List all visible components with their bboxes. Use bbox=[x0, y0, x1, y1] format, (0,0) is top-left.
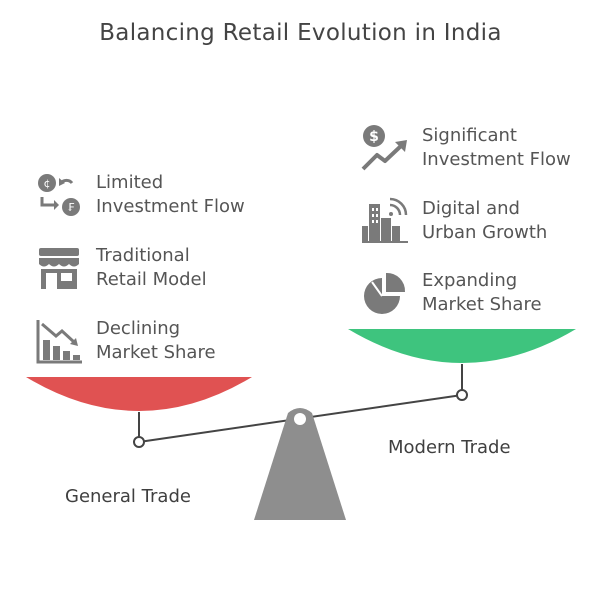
left-item-traditional-retail: Traditional Retail Model bbox=[34, 243, 207, 293]
svg-text:₣: ₣ bbox=[68, 201, 75, 214]
city-signal-icon bbox=[360, 196, 410, 246]
declining-chart-icon bbox=[34, 316, 84, 366]
left-pan bbox=[26, 377, 252, 411]
right-item-significant-investment: $ Significant Investment Flow bbox=[360, 123, 571, 173]
pie-chart-icon bbox=[360, 268, 410, 318]
left-item-declining-share: Declining Market Share bbox=[34, 316, 216, 366]
modern-trade-label: Modern Trade bbox=[388, 437, 511, 458]
dollar-growth-icon: $ bbox=[360, 123, 410, 173]
left-item-label: Declining Market Share bbox=[96, 318, 216, 363]
fulcrum-pivot bbox=[294, 413, 306, 425]
general-trade-label: General Trade bbox=[65, 486, 191, 507]
right-beam-joint bbox=[456, 389, 468, 401]
page-title: Balancing Retail Evolution in India bbox=[99, 20, 502, 46]
fulcrum bbox=[254, 408, 346, 520]
right-item-label: Digital and Urban Growth bbox=[422, 198, 548, 243]
right-item-label: Expanding Market Share bbox=[422, 270, 542, 315]
left-item-limited-investment: ¢ ₣ Limited Investment Flow bbox=[34, 170, 245, 220]
left-item-label: Traditional Retail Model bbox=[96, 245, 207, 290]
left-item-label: Limited Investment Flow bbox=[96, 172, 245, 217]
svg-text:¢: ¢ bbox=[44, 177, 51, 190]
right-pan bbox=[348, 329, 576, 363]
currency-exchange-icon: ¢ ₣ bbox=[34, 170, 84, 220]
right-item-digital-urban: Digital and Urban Growth bbox=[360, 196, 547, 246]
left-beam-joint bbox=[133, 436, 145, 448]
right-item-label: Significant Investment Flow bbox=[422, 125, 571, 170]
storefront-icon bbox=[34, 243, 84, 293]
right-item-expanding-share: Expanding Market Share bbox=[360, 268, 542, 318]
svg-text:$: $ bbox=[369, 129, 379, 145]
